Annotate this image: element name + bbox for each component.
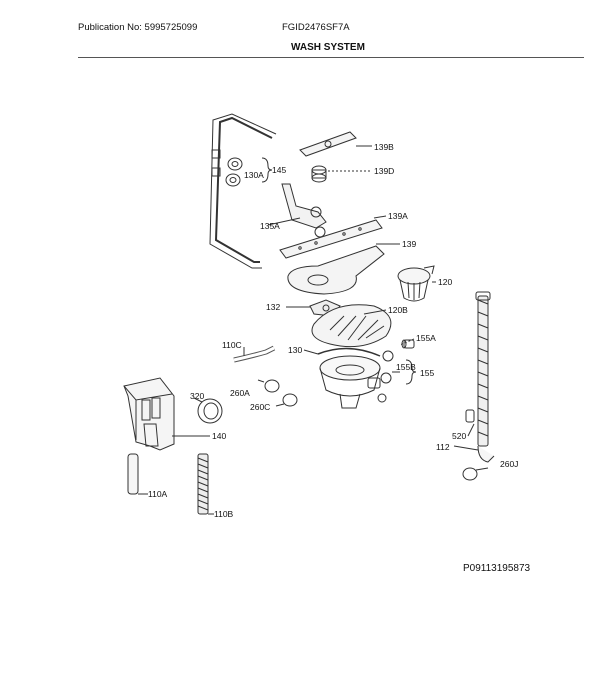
label-520: 520 xyxy=(452,431,466,441)
diagram-code: P09113195873 xyxy=(463,563,531,574)
leader-120B xyxy=(363,309,387,315)
section-title: WASH SYSTEM xyxy=(291,42,365,53)
label-132: 132 xyxy=(266,302,280,312)
fitting-155A xyxy=(401,339,415,349)
publication-number: Publication No: 5995725099 xyxy=(78,22,198,33)
grommets-130A xyxy=(225,157,243,187)
label-260J: 260J xyxy=(500,459,518,469)
clamp-260A xyxy=(257,379,280,393)
leader-112 xyxy=(453,445,479,451)
label-139B: 139B xyxy=(374,142,394,152)
label-155B: 155B xyxy=(396,362,416,372)
leader-520 xyxy=(467,423,475,437)
label-110A: 110A xyxy=(148,489,168,499)
model-number: FGID2476SF7A xyxy=(282,22,350,33)
label-145: 145 xyxy=(272,165,286,175)
leader-130 xyxy=(303,349,319,355)
drain-hose-110C xyxy=(233,345,276,363)
leader-320 xyxy=(193,397,203,403)
label-155: 155 xyxy=(420,368,434,378)
label-120B: 120B xyxy=(388,305,408,315)
leader-139A xyxy=(373,215,387,219)
brace-155 xyxy=(405,359,417,385)
label-320: 320 xyxy=(190,391,204,401)
label-155A: 155A xyxy=(416,333,436,343)
label-139D: 139D xyxy=(374,166,394,176)
sump-130 xyxy=(317,347,394,409)
arm-bracket-135A xyxy=(281,183,327,238)
seal-320 xyxy=(197,398,223,424)
header-divider xyxy=(78,57,584,58)
upper-supply-tube xyxy=(209,113,277,269)
water-inlet-housing-140 xyxy=(123,377,210,451)
label-139: 139 xyxy=(402,239,416,249)
hose-110A xyxy=(127,453,139,495)
filter-120 xyxy=(397,265,435,302)
supply-hose-right xyxy=(465,291,495,463)
leader-135A xyxy=(267,217,301,226)
label-130: 130 xyxy=(288,345,302,355)
leader-155A xyxy=(399,338,415,346)
middle-spray-arm xyxy=(279,219,383,259)
label-260A: 260A xyxy=(230,388,250,398)
nozzle-139D xyxy=(311,165,327,183)
clamp-260C xyxy=(275,393,298,407)
clamp-260J xyxy=(462,467,489,481)
label-110C: 110C xyxy=(222,340,242,350)
label-110B: 110B xyxy=(214,509,234,519)
lower-spray-arm xyxy=(287,245,385,295)
upper-spray-arm xyxy=(299,131,357,157)
corrugated-hose-110B xyxy=(197,453,209,515)
brace-145 xyxy=(261,157,273,183)
label-139A: 139A xyxy=(388,211,408,221)
label-135A: 135A xyxy=(260,221,280,231)
label-140: 140 xyxy=(212,431,226,441)
filter-screen-120B xyxy=(311,304,392,348)
label-260C: 260C xyxy=(250,402,270,412)
label-112: 112 xyxy=(436,442,450,452)
label-120: 120 xyxy=(438,277,452,287)
label-130A: 130A xyxy=(244,170,264,180)
